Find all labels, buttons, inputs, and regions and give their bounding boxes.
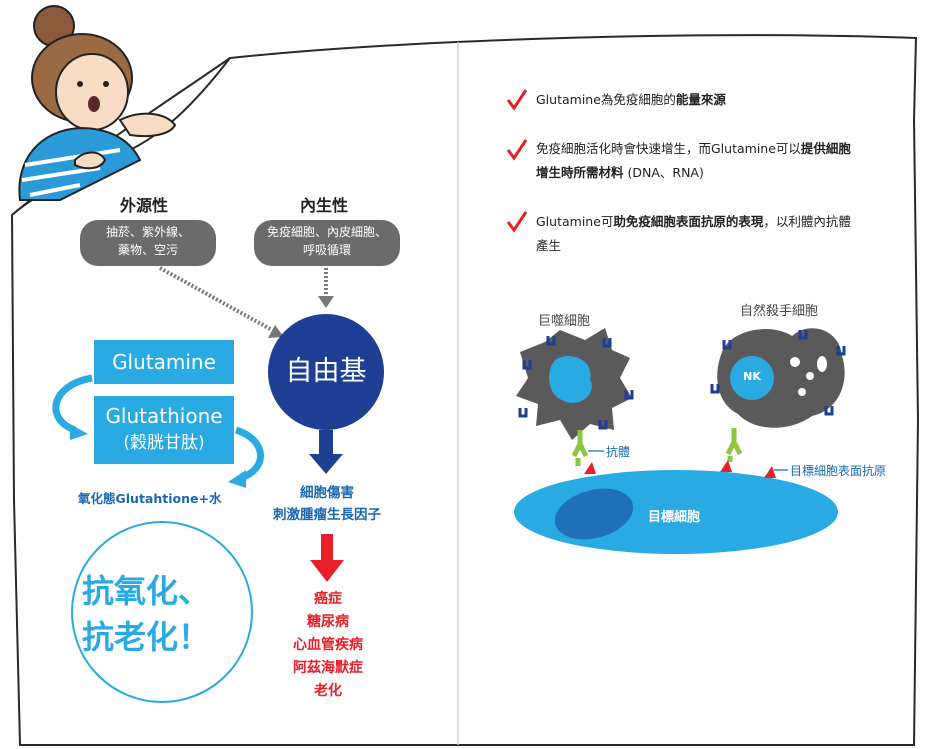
exogenous-box: 抽菸、紫外線、 藥物、空污 <box>80 220 216 266</box>
disease-item: 癌症 <box>314 591 342 607</box>
nk-cell-nucleus <box>730 356 774 400</box>
receptor-icon <box>836 346 846 356</box>
cycle-arrowhead-left <box>70 424 88 440</box>
endogenous-title: 內生性 <box>300 196 349 215</box>
nk-cell-body <box>717 328 845 428</box>
damage-line2: 刺激腫瘤生長因子 <box>273 507 381 523</box>
macrophage <box>516 328 634 440</box>
damage-arrow-shaft <box>319 430 333 456</box>
free-radical-circle <box>268 314 384 430</box>
glutathione-cn-label: (穀胱甘肽) <box>123 433 205 453</box>
disease-arrow-shaft <box>321 534 333 562</box>
exogenous-desc-line2: 藥物、空污 <box>117 243 178 257</box>
girl-illustration <box>18 5 177 201</box>
antigen-label: 目標細胞表面抗原 <box>790 464 887 478</box>
receptor-icon <box>522 360 532 370</box>
receptor-icon <box>710 384 720 394</box>
receptor-icon <box>546 336 556 346</box>
anti-aging-text: 抗氧化、 抗老化！ <box>82 568 262 660</box>
hand <box>118 112 177 138</box>
antigen-icon <box>584 462 596 474</box>
disease-item: 阿茲海默症 <box>293 660 363 676</box>
anti-aging-line: 抗老化！ <box>82 618 211 656</box>
disease-item: 老化 <box>314 683 342 699</box>
macrophage-label: 巨噬細胞 <box>538 314 591 329</box>
receptor-icon <box>598 420 608 430</box>
glutamine-box: Glutamine <box>94 340 234 384</box>
antigen-icon <box>720 460 732 472</box>
disease-item: 糖尿病 <box>307 614 349 630</box>
endogenous-desc-line1: 免疫細胞、內皮細胞、 <box>266 225 387 239</box>
granule-icon <box>798 388 806 396</box>
antibody-icon <box>571 430 589 458</box>
endogenous-arrowhead <box>318 296 334 308</box>
anti-oxidation-line: 抗氧化、 <box>82 572 211 610</box>
nk-cell <box>710 328 846 428</box>
oxidized-label: 氧化態Glutahtione+水 <box>78 491 222 506</box>
antibody-nk <box>725 428 743 462</box>
anti-aging-circle <box>71 521 253 703</box>
endogenous-box: 免疫細胞、內皮細胞、 呼吸循環 <box>254 220 400 266</box>
eye <box>77 81 83 87</box>
receptor-icon <box>824 406 834 416</box>
check-icon <box>506 211 528 233</box>
shirt-stripes <box>21 148 121 197</box>
disease-arrowhead <box>310 560 344 582</box>
receptor-icon <box>624 390 634 400</box>
target-cell-nucleus <box>554 488 634 540</box>
face <box>55 53 129 131</box>
exogenous-desc-line1: 抽菸、紫外線、 <box>105 225 190 239</box>
cycle-arrow-left <box>52 374 93 434</box>
endogenous-desc-line2: 呼吸循環 <box>302 243 351 257</box>
damage-text: 細胞傷害 刺激腫瘤生長因子 <box>262 482 392 526</box>
receptor-icon <box>518 408 528 418</box>
free-radical-label: 自由基 <box>285 356 367 387</box>
disease-item: 心血管疾病 <box>293 637 363 653</box>
bullet-proliferation: 免疫細胞活化時會快速增生，而Glutamine可以提供細胞 增生時所需材料 (D… <box>536 141 851 180</box>
bullet-energy: Glutamine為免疫細胞的能量來源 <box>536 92 726 107</box>
nk-cell-label: 自然殺手細胞 <box>740 304 819 319</box>
bullet-antigen: Glutamine可助免疫細胞表面抗原的表現，以利體內抗體 產生 <box>536 214 851 253</box>
granule-icon <box>806 372 814 380</box>
exogenous-title: 外源性 <box>120 196 169 215</box>
glutathione-label: Glutathione <box>105 404 223 428</box>
target-cell-label: 目標細胞 <box>648 510 701 525</box>
cycle-arrowhead-right <box>228 470 246 488</box>
glutathione-box: Glutathione (穀胱甘肽) <box>94 396 234 464</box>
receptor-icon <box>798 330 808 340</box>
check-icon <box>506 89 528 111</box>
exogenous-arrowhead <box>268 325 284 338</box>
receptor-icon <box>602 338 612 348</box>
hand <box>74 151 107 170</box>
antibody-macrophage <box>571 430 589 466</box>
disease-list: 癌症 糖尿病 心血管疾病 阿茲海默症 老化 <box>276 588 380 703</box>
receptor-icon <box>722 340 732 350</box>
antigen-icon <box>764 466 776 478</box>
antibody-icon <box>725 428 743 456</box>
cycle-arrow-right <box>234 426 264 482</box>
mouth <box>88 96 100 112</box>
nk-nucleus-label: NK <box>743 370 761 383</box>
granule-icon <box>817 356 827 372</box>
damage-arrowhead <box>309 454 343 474</box>
damage-line1: 細胞傷害 <box>300 485 354 501</box>
eye <box>103 81 109 87</box>
check-icon <box>506 139 528 161</box>
exogenous-arrow <box>159 266 273 332</box>
macrophage-nucleus <box>549 356 592 403</box>
granule-icon <box>790 357 800 367</box>
antibody-label: 抗體 <box>606 445 631 459</box>
